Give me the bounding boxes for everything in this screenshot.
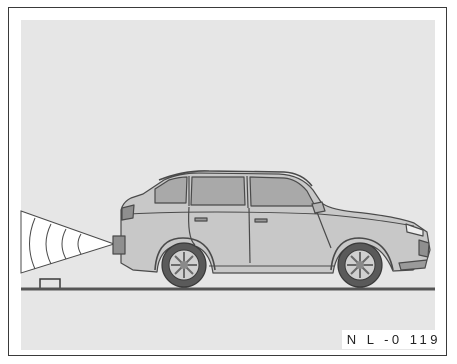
rear-wheel-icon <box>162 243 206 287</box>
figure-code-label: N L -0 119 <box>342 330 442 349</box>
illustration-frame: N L -0 119 <box>8 7 447 356</box>
parking-sensor-illustration <box>9 8 446 355</box>
front-wheel-icon <box>338 243 382 287</box>
